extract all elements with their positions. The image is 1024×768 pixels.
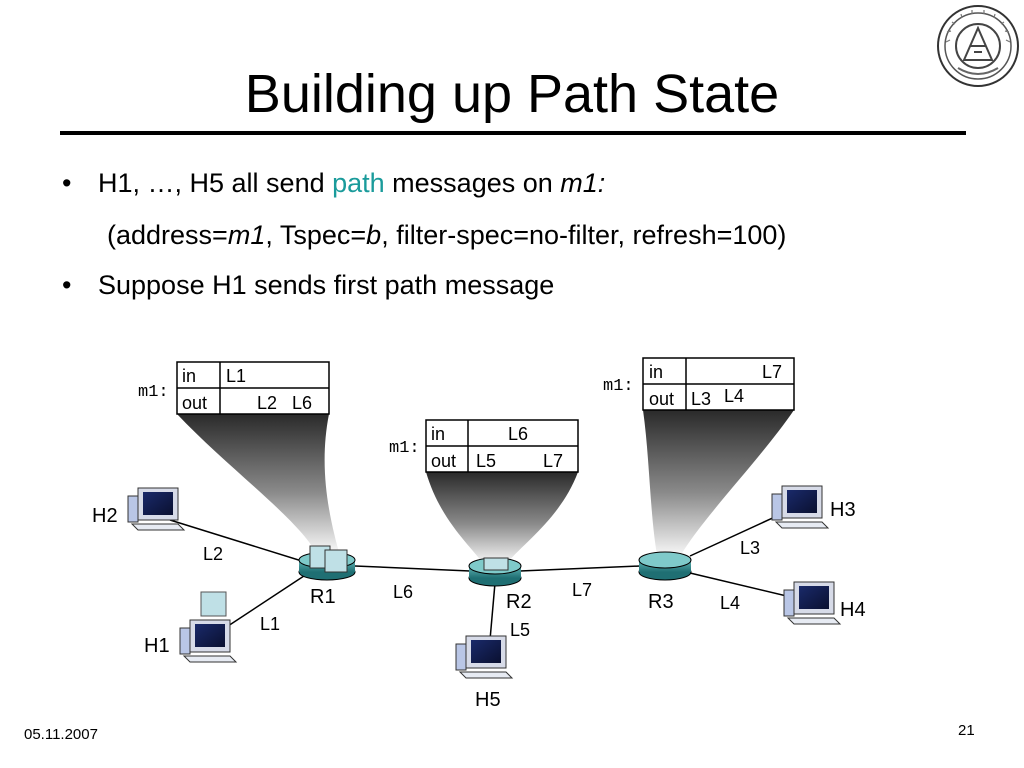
page-number: 21 [958,722,975,739]
table-r2-out-link: L7 [543,451,563,471]
table-r1-in-link: L1 [226,366,246,386]
table-r1-out-link: L6 [292,393,312,413]
bullet-1-detail: (address=m1, Tspec=b, filter-spec=no-fil… [107,220,786,251]
host-h1-computer-icon [179,619,238,663]
link-label-l7: L7 [572,580,592,600]
bullet-1-path-word: path [332,168,385,198]
detail-rest: , filter-spec=no-filter, refresh=100) [381,220,787,250]
link-l6 [354,565,471,572]
table-r2-in-label: in [431,424,445,444]
table-r3-in-label: in [649,362,663,382]
router-label-r2: R2 [506,591,532,613]
table-r1-out-label: out [182,393,207,413]
link-label-l3: L3 [740,538,760,558]
r1-table-beam [177,414,340,556]
table-r3-in-link: L7 [762,362,782,382]
footer-date: 05.11.2007 [24,726,98,743]
router-r1 [298,545,356,581]
router-r3 [638,551,692,581]
bullet-2-text: Suppose H1 sends first path message [98,270,555,300]
detail-b: b [366,220,382,250]
host-label-h2: H2 [92,505,118,527]
bullet-1-text-mid: messages on [384,168,561,198]
link-l5 [489,582,496,641]
detail-m1: m1 [227,220,266,250]
table-r3-out-link: L4 [724,386,744,406]
bullet-1: • H1, …, H5 all send path messages on m1… [62,168,605,199]
path-state-table-r3: m1: in out L7 L3 L4 [603,357,795,411]
link-label-l6: L6 [393,582,413,602]
table-r3-out-label: out [649,389,674,409]
detail-tspec: , Tspec= [265,220,367,250]
link-label-l4: L4 [720,593,740,613]
detail-open: (address= [107,220,228,250]
bullet-marker: • [62,168,72,198]
bullet-1-text-pre: H1, …, H5 all send [98,168,333,198]
path-message-packet [200,591,227,617]
path-state-table-r1: m1: in out L1 L2 L6 [138,361,330,415]
table-r2-out-label: out [431,451,456,471]
host-h2-computer-icon [127,487,186,531]
host-h5-computer-icon [455,635,514,679]
host-h3-computer-icon [771,485,830,529]
table-r2-in-link: L6 [508,424,528,444]
host-label-h4: H4 [840,599,866,621]
router-label-r1: R1 [310,586,336,608]
table-r3-label: m1: [603,377,634,396]
institute-seal-icon [937,5,1019,87]
slide-title: Building up Path State [244,64,780,124]
bullet-marker: • [62,270,72,300]
table-r2-label: m1: [389,439,420,458]
link-l7 [519,565,641,572]
router-r2 [468,557,522,587]
host-label-h1: H1 [144,635,170,657]
link-label-l2: L2 [203,544,223,564]
title-underline [60,131,966,135]
host-label-h5: H5 [475,689,501,711]
r2-table-beam [426,472,578,566]
router-label-r3: R3 [648,591,674,613]
path-state-table-r2: m1: in out L6 L5 L7 [389,419,579,473]
host-h4-computer-icon [783,581,842,625]
bullet-2: • Suppose H1 sends first path message [62,270,554,301]
host-label-h3: H3 [830,499,856,521]
table-r1-in-label: in [182,366,196,386]
r3-table-beam [643,410,794,560]
link-l2 [169,519,306,563]
link-label-l5: L5 [510,620,530,640]
table-r3-out-link: L3 [691,389,711,409]
bullet-1-m1: m1: [560,168,606,198]
link-l1 [224,571,311,629]
link-l4 [689,572,796,599]
link-label-l1: L1 [260,614,280,634]
table-r1-out-link: L2 [257,393,277,413]
table-r2-out-link: L5 [476,451,496,471]
table-r1-label: m1: [138,383,169,402]
